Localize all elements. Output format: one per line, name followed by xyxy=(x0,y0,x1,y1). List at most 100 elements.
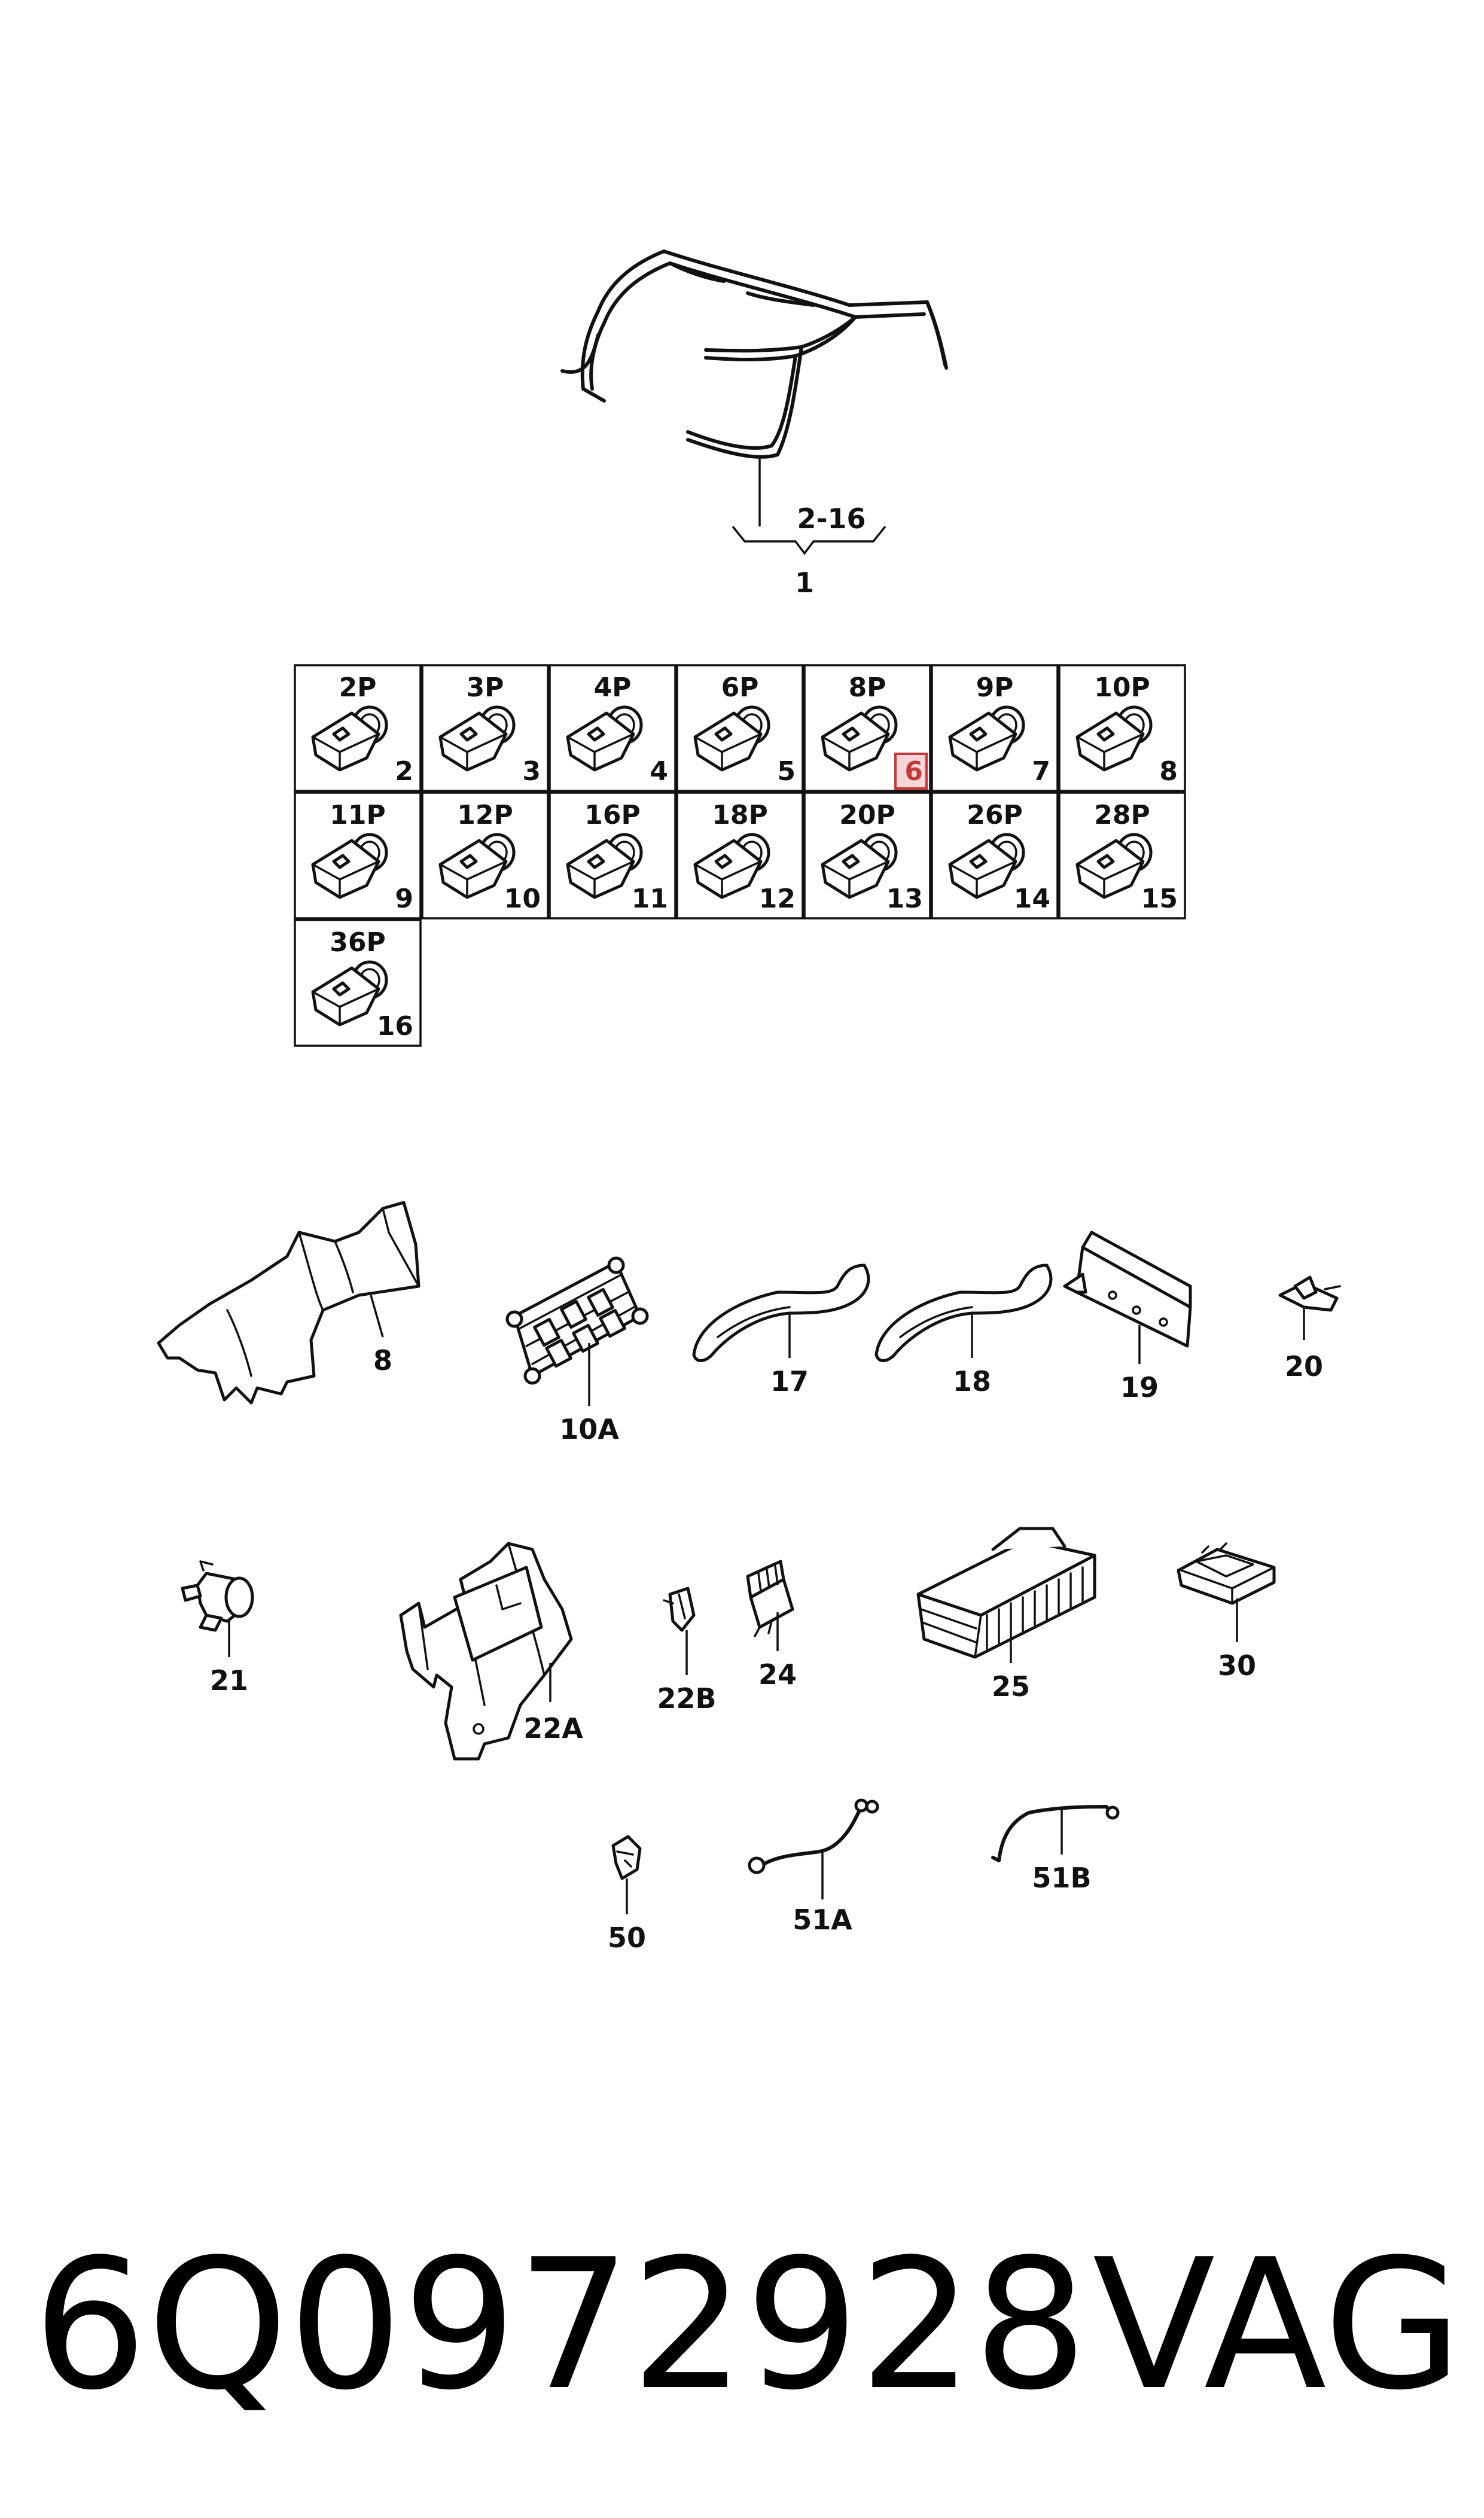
connector-plug-icon xyxy=(948,833,1025,899)
connector-item-number: 11 xyxy=(632,884,668,914)
connector-plug-icon xyxy=(566,705,643,772)
harness-label: 1 xyxy=(795,567,814,599)
connector-item-number: 4 xyxy=(650,756,668,787)
part-51b-drawing[interactable] xyxy=(991,1805,1120,1862)
connector-cell[interactable]: 12P 10 xyxy=(421,791,549,919)
part-22a-drawing[interactable] xyxy=(399,1542,573,1761)
connector-pin-count: 20P xyxy=(839,800,895,830)
connector-pin-count: 2P xyxy=(339,672,377,703)
connector-cell[interactable]: 8P 6 xyxy=(803,664,931,792)
connector-cell[interactable]: 6P 5 xyxy=(676,664,804,792)
connector-cell[interactable]: 3P3 xyxy=(421,664,549,792)
connector-pin-count: 36P xyxy=(330,927,385,958)
part-51a-drawing[interactable] xyxy=(748,1798,879,1874)
connector-pin-count: 11P xyxy=(330,800,385,830)
part-number-caption: 6Q0972928 xyxy=(33,2221,1087,2429)
connector-pin-count: 10P xyxy=(1094,672,1150,703)
wiring-harness-drawing[interactable] xyxy=(560,249,948,459)
connector-item-number: 5 xyxy=(777,756,796,787)
connector-pin-count: 18P xyxy=(712,800,767,830)
connector-plug-icon xyxy=(311,833,388,899)
connector-cell[interactable]: 18P 12 xyxy=(676,791,804,919)
part-22b-label: 22B xyxy=(657,1682,716,1715)
connector-plug-icon xyxy=(438,705,516,772)
connector-item-number: 16 xyxy=(377,1011,413,1042)
connector-item-number: 9 xyxy=(395,884,413,914)
connector-pin-count: 3P xyxy=(467,672,504,703)
part-19-drawing[interactable] xyxy=(1063,1231,1192,1348)
connector-highlight-box xyxy=(894,753,928,790)
connector-plug-icon xyxy=(311,960,388,1027)
part-17-drawing[interactable] xyxy=(692,1263,870,1362)
part-8-drawing[interactable] xyxy=(157,1201,420,1405)
connector-item-number: 6 xyxy=(904,756,923,787)
connector-pin-count: 6P xyxy=(721,672,759,703)
connector-cell[interactable]: 9P 7 xyxy=(931,664,1059,792)
connector-item-number: 14 xyxy=(1014,884,1050,914)
connector-pin-count: 26P xyxy=(967,800,1022,830)
part-8-leader xyxy=(370,1295,384,1338)
connector-plug-icon xyxy=(438,833,516,899)
connector-plug-icon xyxy=(693,705,770,772)
connector-item-number: 7 xyxy=(1032,756,1050,787)
connector-plug-icon xyxy=(1075,833,1153,899)
connector-cell-frame xyxy=(676,791,804,919)
connector-plug-icon xyxy=(821,833,898,899)
connector-plug-icon xyxy=(693,833,770,899)
connector-grid: 2P23P34P46P58P69P710P811P912P1016P1118P1… xyxy=(294,664,1186,1047)
connector-cell[interactable]: 20P 13 xyxy=(803,791,931,919)
connector-pin-count: 4P xyxy=(594,672,632,703)
connector-plug-icon xyxy=(1075,705,1153,772)
connector-item-number: 12 xyxy=(759,884,796,914)
connector-plug-icon xyxy=(566,833,643,899)
connector-pin-count: 12P xyxy=(457,800,513,830)
part-24-drawing[interactable] xyxy=(746,1560,794,1637)
connector-plug-icon xyxy=(948,705,1025,772)
connector-item-number: 13 xyxy=(886,884,923,914)
part-51a-label: 51A xyxy=(793,1904,852,1936)
part-25-vents xyxy=(986,1566,1084,1652)
connector-cell-frame xyxy=(1058,664,1186,792)
part-50-label: 50 xyxy=(608,1922,646,1954)
part-51b-label: 51B xyxy=(1032,1862,1091,1894)
brand-caption: VAG xyxy=(1093,2221,1462,2429)
connector-cell[interactable]: 10P 8 xyxy=(1058,664,1186,792)
part-20-drawing[interactable] xyxy=(1278,1275,1341,1312)
part-18-drawing[interactable] xyxy=(874,1263,1053,1362)
connector-plug-icon xyxy=(311,705,388,772)
part-8-label: 8 xyxy=(373,1344,392,1377)
part-50-drawing[interactable] xyxy=(611,1835,642,1880)
part-22b-drawing[interactable] xyxy=(663,1587,696,1632)
connector-item-number: 2 xyxy=(395,756,413,787)
part-30-label: 30 xyxy=(1218,1649,1256,1682)
part-17-label: 17 xyxy=(770,1365,809,1397)
part-30-drawing[interactable] xyxy=(1177,1542,1276,1605)
part-22a-label: 22A xyxy=(523,1712,583,1744)
connector-plug-icon xyxy=(821,705,898,772)
harness-range-label: 2-16 xyxy=(797,503,866,535)
connector-cell[interactable]: 26P 14 xyxy=(931,791,1059,919)
part-25-drawing[interactable] xyxy=(916,1527,1096,1659)
connector-item-number: 8 xyxy=(1159,756,1178,787)
part-21-drawing[interactable] xyxy=(181,1560,254,1632)
connector-cell[interactable]: 4P 4 xyxy=(548,664,677,792)
part-18-label: 18 xyxy=(953,1365,991,1397)
part-20-label: 20 xyxy=(1285,1350,1323,1383)
connector-cell-frame xyxy=(548,664,677,792)
connector-item-number: 10 xyxy=(504,884,541,914)
connector-cell[interactable]: 36P 16 xyxy=(294,919,422,1047)
harness-brace xyxy=(732,525,886,555)
connector-cell[interactable]: 11P 9 xyxy=(294,791,422,919)
part-19-label: 19 xyxy=(1120,1371,1159,1403)
connector-pin-count: 16P xyxy=(584,800,640,830)
part-25-label: 25 xyxy=(992,1670,1030,1703)
part-21-label: 21 xyxy=(210,1664,248,1697)
connector-cell[interactable]: 16P 11 xyxy=(548,791,677,919)
connector-pin-count: 9P xyxy=(976,672,1014,703)
part-10a-drawing[interactable] xyxy=(505,1256,649,1385)
connector-pin-count: 28P xyxy=(1094,800,1150,830)
connector-pin-count: 8P xyxy=(849,672,886,703)
connector-cell[interactable]: 2P 2 xyxy=(294,664,422,792)
part-10a-label: 10A xyxy=(559,1413,619,1445)
